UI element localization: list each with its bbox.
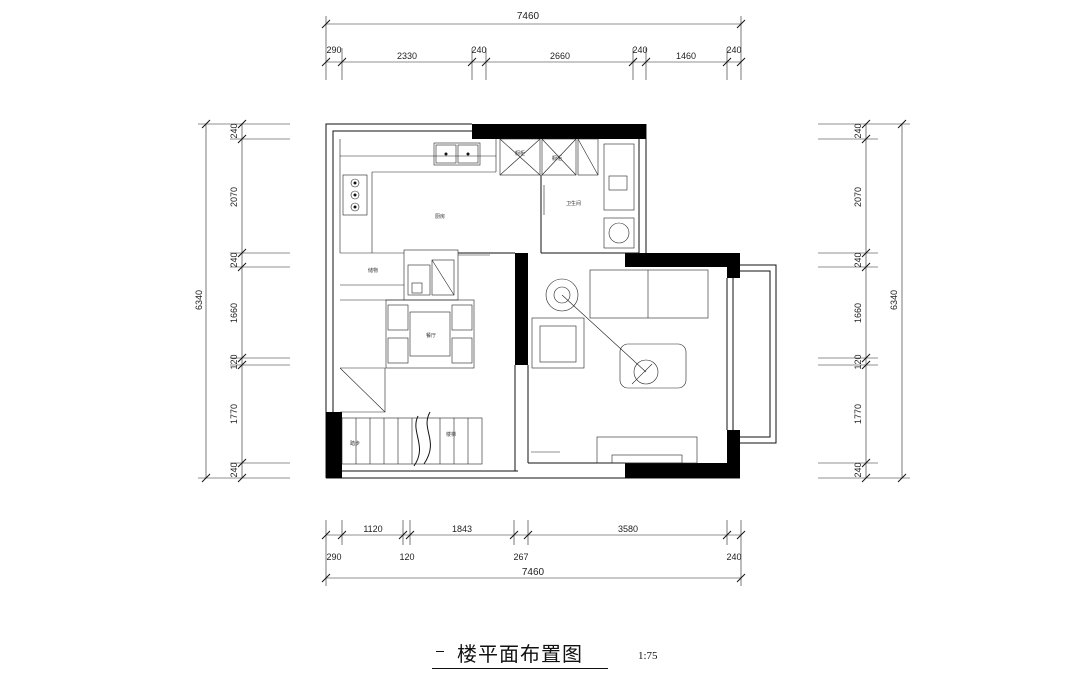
washing-machine [603,217,635,249]
left-dim-seg-6: 1770 [229,404,239,424]
top-dim-seg-1: 290 [326,45,341,55]
wall-left-stair [326,412,342,478]
top-dim-seg-2: 2330 [397,51,417,61]
wall-top-kitchen [472,124,646,139]
right-dim-seg-2: 2070 [853,187,863,207]
top-dim-seg-4: 2660 [550,51,570,61]
bottom-dim-seg-120: 120 [399,552,414,562]
title-prefix-mark [436,651,444,652]
cabinet-1-label: 橱柜 [515,150,525,157]
right-dim-seg-7: 240 [853,462,863,477]
kitchen-label: 厨房 [435,213,445,220]
storage-label: 储物 [368,267,378,274]
right-dim-seg-5: 120 [853,354,863,369]
top-dim-seg-5: 240 [632,45,647,55]
living-area [531,269,709,464]
right-dim-seg-4: 1660 [853,303,863,323]
left-dim-seg-5: 120 [229,354,239,369]
top-dimension-chain: 7460 290 2330 240 2660 240 1460 240 [321,11,746,80]
right-total-dimension: 6340 [889,290,899,310]
wall-living-right-top [727,253,740,278]
side-table [545,278,579,312]
dining-area: 储物 餐厅 踏步 楼梯 [339,249,560,467]
cabinet-2 [541,138,577,176]
dining-table [385,299,475,369]
sofa [589,269,709,319]
left-dim-seg-2: 2070 [229,187,239,207]
left-total-dimension: 6340 [194,290,204,310]
wall-living-left [515,253,528,365]
left-dimension-chain: 6340 240 2070 240 1660 120 1770 240 [194,119,290,483]
top-dim-seg-7: 240 [726,45,741,55]
stair-note-2: 楼梯 [446,431,456,438]
drawing-scale: 1:75 [638,650,658,662]
wall-living-bottom [625,463,740,478]
bottom-dim-seg-240: 240 [726,552,741,562]
bottom-dim-seg-267: 267 [513,552,528,562]
bottom-dim-seg-1843: 1843 [452,524,472,534]
title-underline [432,668,608,669]
left-dim-seg-4: 1660 [229,303,239,323]
drawing-title: 楼平面布置图 [457,642,583,666]
kitchen-area: 厨房 橱柜 橱柜 卫生间 [339,138,635,253]
right-dimension-chain: 240 2070 240 1660 120 1770 240 6340 [818,119,910,483]
right-dim-seg-1: 240 [853,123,863,138]
bay-window [726,264,777,444]
dining-label: 餐厅 [426,332,436,339]
wall-living-top [625,253,740,267]
left-dim-seg-7: 240 [229,462,239,477]
armchair [531,317,585,369]
top-dim-seg-6: 1460 [676,51,696,61]
bottom-total-dimension: 7460 [522,567,545,578]
top-total-dimension: 7460 [517,11,540,22]
stair-note-1: 踏步 [350,440,360,447]
left-dim-seg-3: 240 [229,252,239,267]
bottom-dim-seg-1120: 1120 [363,524,382,534]
bottom-dim-seg-3580: 3580 [618,524,638,534]
sink [433,142,481,166]
coffee-table [619,343,687,389]
right-dim-seg-3: 240 [853,252,863,267]
right-dim-seg-6: 1770 [853,404,863,424]
left-dim-seg-1: 240 [229,123,239,138]
cabinet-1 [499,138,541,176]
walls [325,123,740,479]
bottom-dim-seg-290: 290 [326,552,341,562]
bathroom-label: 卫生间 [566,200,581,207]
cabinet-2-label: 橱柜 [552,155,562,162]
stove [342,174,368,216]
bottom-dimension-chain: 1120 1843 3580 290 120 267 240 7460 [321,520,746,586]
top-dim-seg-3: 240 [471,45,486,55]
